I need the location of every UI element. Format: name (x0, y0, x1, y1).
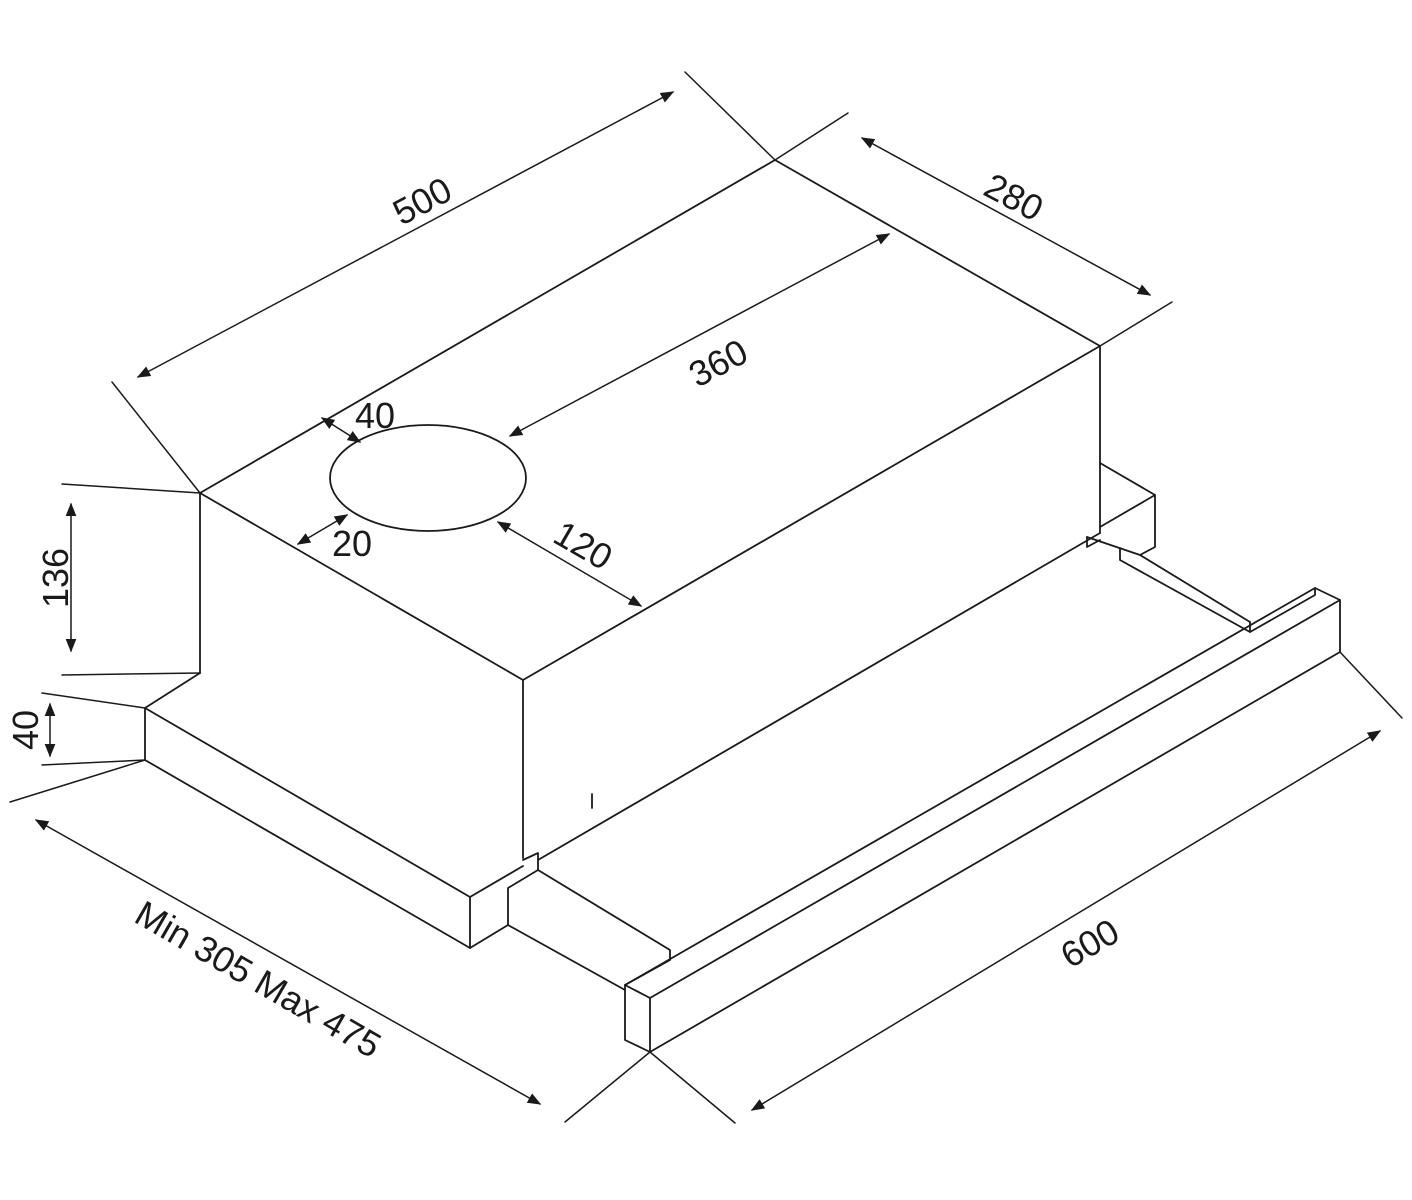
dim-line-duct-20 (296, 514, 349, 545)
hood-body (199, 159, 1101, 861)
visor-front-left (144, 672, 539, 949)
label-280: 280 (978, 165, 1050, 229)
body-bottom-edge (537, 532, 1101, 861)
dim-line-280 (860, 137, 1152, 296)
dim-line-120 (496, 521, 643, 607)
label-visor-40: 40 (5, 710, 46, 750)
label-500: 500 (386, 169, 458, 233)
label-extension: Min 305 Max 475 (128, 892, 388, 1066)
dim-line-600 (750, 730, 1382, 1111)
body-top-face (199, 159, 1101, 681)
dim-line-duct-40 (320, 417, 362, 443)
dim-line-extension (34, 819, 542, 1105)
dimension-lines (34, 91, 1382, 1111)
label-duct-40: 40 (355, 395, 395, 436)
label-136: 136 (35, 548, 76, 608)
label-360: 360 (682, 331, 754, 395)
duct-outlet (329, 424, 527, 532)
dim-line-360 (508, 233, 891, 437)
label-120: 120 (547, 512, 620, 578)
label-600: 600 (1053, 910, 1126, 976)
label-duct-20: 20 (332, 523, 372, 564)
dim-line-500 (136, 91, 675, 378)
extension-lines (9, 71, 1403, 1124)
